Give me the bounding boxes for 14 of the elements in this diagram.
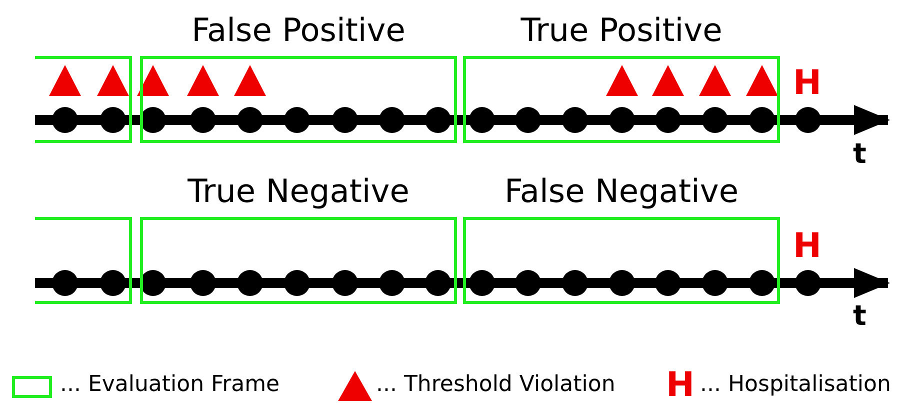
legend-text: ... Hospitalisation <box>700 372 891 398</box>
frame-title: False Positive <box>190 10 406 50</box>
time-axis-label: t <box>853 140 866 168</box>
legend-text: ... Threshold Violation <box>376 372 616 398</box>
frame-title: True Positive <box>520 10 724 50</box>
hospitalisation-marker: H <box>793 66 822 100</box>
evaluation-frame <box>35 217 132 304</box>
hospitalisation-marker: H <box>666 368 694 402</box>
legend-text: ... Evaluation Frame <box>60 372 280 398</box>
evaluation-frame <box>35 56 132 143</box>
time-axis-label: t <box>853 302 866 330</box>
frame-title: False Negative <box>503 171 740 211</box>
frame-title: True Negative <box>186 171 410 211</box>
hospitalisation-marker: H <box>793 229 822 263</box>
